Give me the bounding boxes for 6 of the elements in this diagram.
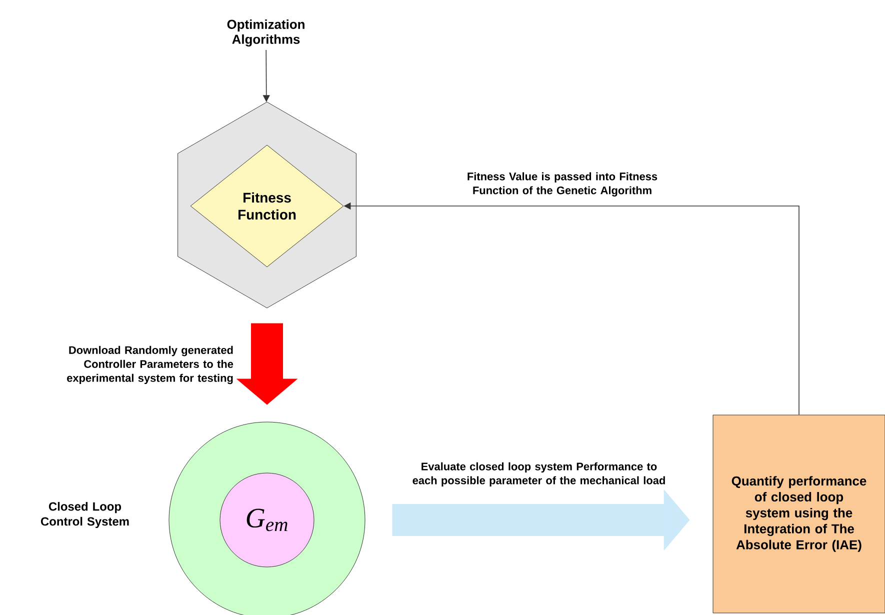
title-text: Optimization Algorithms xyxy=(227,19,304,47)
edge-label: Evaluate closed loop system Performance to each possible parameter of the mechanical load xyxy=(412,462,665,486)
edge-label: Fitness Value is passed into Fitness Function of the Genetic Algorithm xyxy=(468,172,658,196)
process-box: Quantify performance of closed loop system using the Integration of The Absolute Error (IAE) xyxy=(712,414,885,614)
side-label: Closed Loop Control System xyxy=(40,502,129,528)
edge-label: Download Randomly generated Controller Parameters to the experimental system for testing xyxy=(67,346,234,384)
